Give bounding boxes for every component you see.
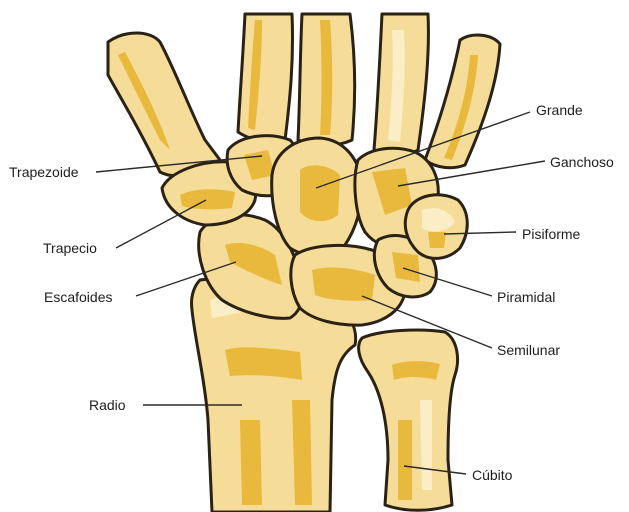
label-radio: Radio: [89, 397, 126, 413]
label-semilunar: Semilunar: [497, 342, 560, 358]
metacarpal-index: [238, 14, 293, 142]
label-piramidal: Piramidal: [497, 289, 555, 305]
label-trapezoide: Trapezoide: [9, 164, 79, 180]
metacarpal-little: [425, 35, 500, 168]
leader-trapecio: [116, 200, 206, 248]
label-escafoides: Escafoides: [44, 289, 112, 305]
label-cubito: Cúbito: [472, 467, 512, 483]
label-grande: Grande: [536, 102, 583, 118]
label-ganchoso: Ganchoso: [550, 154, 614, 170]
label-pisiforme: Pisiforme: [522, 226, 580, 242]
ulna-bone: [359, 330, 458, 510]
label-trapecio: Trapecio: [43, 240, 97, 256]
